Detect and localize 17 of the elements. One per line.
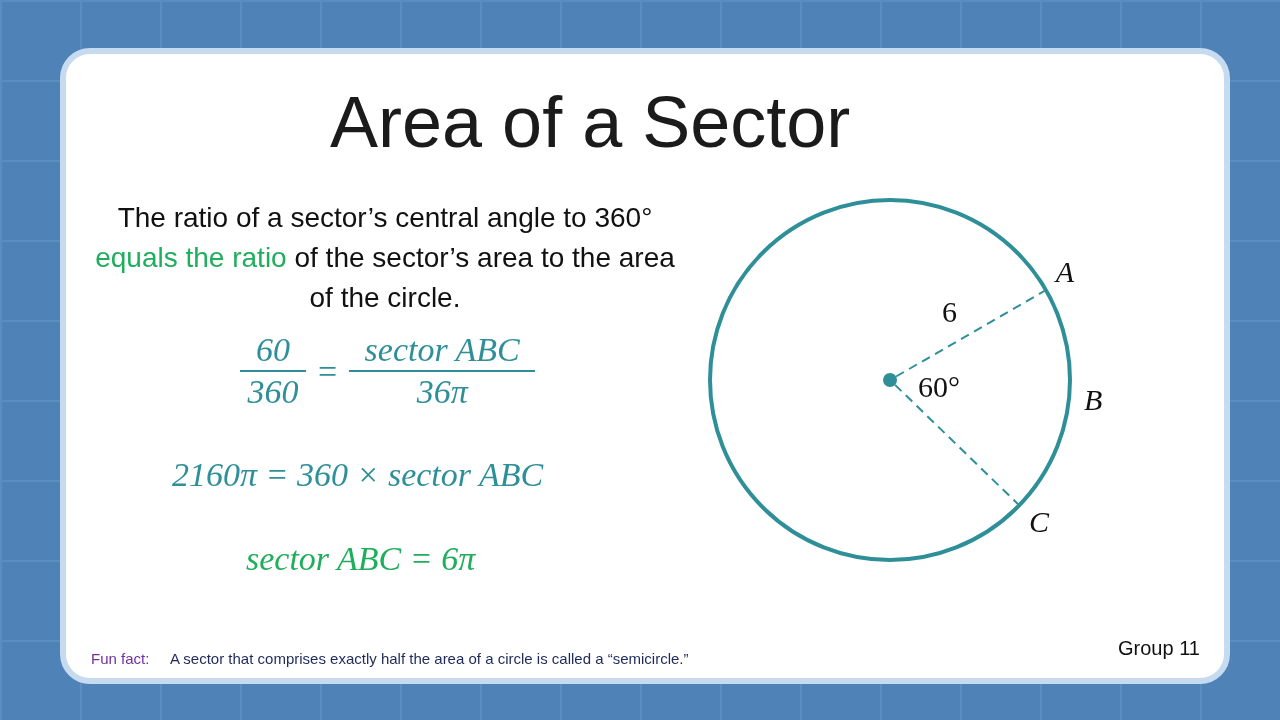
equation: sector ABC = 6π bbox=[246, 539, 476, 579]
point-label: A bbox=[1052, 254, 1078, 290]
equals-sign: = bbox=[318, 351, 338, 392]
group-label: Group 11 bbox=[1118, 636, 1200, 660]
numerator: sector ABC bbox=[364, 330, 520, 370]
point-label: B bbox=[1084, 383, 1103, 417]
numerator: 60 bbox=[256, 330, 290, 370]
radius-line bbox=[895, 289, 1047, 378]
paragraph: The ratio of a sector’s central angle to 360° equals the ratio of the sector’s area to the area of the circle. bbox=[95, 201, 675, 315]
note-heading: Fun fact: bbox=[91, 650, 150, 668]
denominator: 36π bbox=[416, 372, 468, 412]
equation: 2160π = 360 × sector ABC bbox=[172, 455, 544, 495]
denominator: 360 bbox=[247, 372, 299, 412]
angle-label: 60° bbox=[918, 370, 960, 404]
note-text: A sector that comprises exactly half the area of a circle is called a “semicircle.” bbox=[170, 650, 689, 668]
slide-title: Area of a Sector bbox=[330, 81, 851, 164]
point-label: C bbox=[1026, 504, 1052, 540]
